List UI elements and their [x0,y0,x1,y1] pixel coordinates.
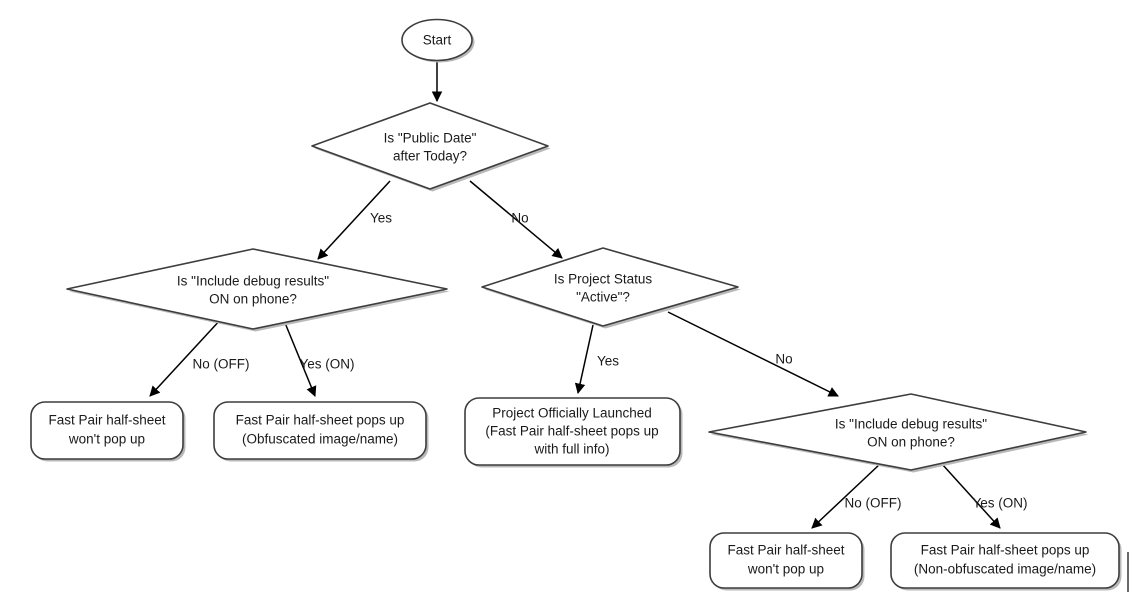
edge-project-status-no [667,311,839,397]
public-date-diamond [311,102,549,190]
public-date-line2: after Today? [393,149,467,164]
launched-line1: Project Officially Launched [492,406,652,421]
node-launched-result[interactable]: Project Officially Launched (Fast Pair h… [464,397,683,468]
start-label: Start [423,33,452,48]
edge-label-public-date-yes: Yes [370,211,392,226]
node-left-off-result[interactable]: Fast Pair half-sheet won't pop up [30,401,186,462]
launched-line3: with full info) [533,442,609,457]
edge-labels-layer: Yes No No (OFF) Yes (ON) Yes No No (OFF)… [193,211,1028,511]
project-status-diamond [481,247,739,327]
right-off-line2: won't pop up [747,562,824,577]
debug-right-line2: ON on phone? [867,435,955,450]
edge-label-public-date-no: No [511,211,528,226]
node-right-off-result[interactable]: Fast Pair half-sheet won't pop up [709,532,865,591]
edges-layer [149,61,1129,592]
edge-debug-left-on [282,317,317,397]
edge-label-project-status-yes: Yes [597,354,619,369]
right-off-box [709,532,863,589]
right-on-line1: Fast Pair half-sheet pops up [921,543,1090,558]
debug-right-diamond [708,393,1087,471]
project-status-line1: Is Project Status [554,272,653,287]
edge-label-debug-left-on: Yes (ON) [299,357,354,372]
edge-project-status-yes [574,324,594,395]
node-left-on-result[interactable]: Fast Pair half-sheet pops up (Obfuscated… [213,401,429,462]
debug-left-diamond [66,248,448,330]
right-on-line2: (Non-obfuscated image/name) [914,562,1096,577]
debug-left-line1: Is "Include debug results" [177,274,329,289]
left-off-line1: Fast Pair half-sheet [48,413,165,428]
node-debug-right-decision[interactable]: Is "Include debug results" ON on phone? [708,393,1089,473]
debug-left-line2: ON on phone? [209,292,297,307]
launched-box [464,397,681,466]
edge-debug-right-off [811,463,881,529]
left-off-box [30,401,184,460]
left-on-line2: (Obfuscated image/name) [242,432,398,447]
left-on-box [213,401,427,460]
edge-debug-left-off [149,317,223,397]
node-start[interactable]: Start [401,18,475,63]
edge-label-debug-right-on: Yes (ON) [972,496,1027,511]
debug-right-line1: Is "Include debug results" [835,417,987,432]
right-on-box [890,532,1120,589]
node-debug-left-decision[interactable]: Is "Include debug results" ON on phone? [66,248,450,332]
launched-line2: (Fast Pair half-sheet pops up [485,424,658,439]
left-on-line1: Fast Pair half-sheet pops up [236,413,405,428]
edge-public-date-no [469,180,563,259]
edge-label-debug-right-off: No (OFF) [845,496,902,511]
node-project-status-decision[interactable]: Is Project Status "Active"? [481,247,741,329]
left-off-line2: won't pop up [68,432,145,447]
public-date-line1: Is "Public Date" [384,131,477,146]
edge-public-date-yes [317,180,391,260]
edge-label-project-status-no: No [775,352,792,367]
start-ellipse [401,18,473,62]
node-right-on-result[interactable]: Fast Pair half-sheet pops up (Non-obfusc… [890,532,1122,591]
project-status-line2: "Active"? [576,290,630,305]
right-off-line1: Fast Pair half-sheet [727,543,844,558]
edge-label-debug-left-off: No (OFF) [193,357,250,372]
edge-debug-right-on [941,463,1001,529]
node-public-date-decision[interactable]: Is "Public Date" after Today? [311,102,551,192]
